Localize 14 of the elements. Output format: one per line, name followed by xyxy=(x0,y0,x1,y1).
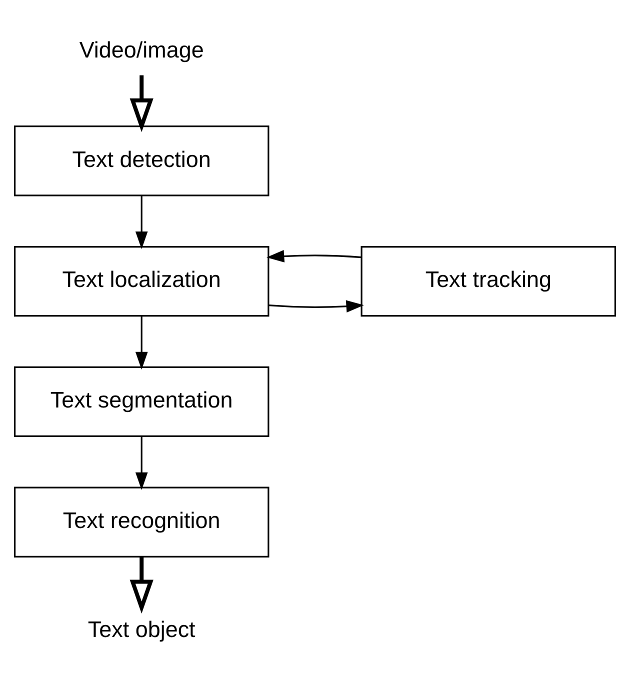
arrow xyxy=(268,300,364,312)
node-box: Text detection xyxy=(14,125,270,196)
node-text: Text object xyxy=(88,616,196,642)
arrow xyxy=(130,74,154,132)
arrow xyxy=(266,250,362,262)
arrow xyxy=(135,316,148,370)
node-box: Text recognition xyxy=(14,486,270,557)
arrow xyxy=(130,556,154,614)
node-text: Video/image xyxy=(79,37,204,62)
node-box: Text localization xyxy=(14,245,270,316)
arrow xyxy=(135,436,148,490)
node-box: Text segmentation xyxy=(14,366,270,437)
arrow xyxy=(135,195,148,249)
node-box: Text tracking xyxy=(360,245,616,316)
